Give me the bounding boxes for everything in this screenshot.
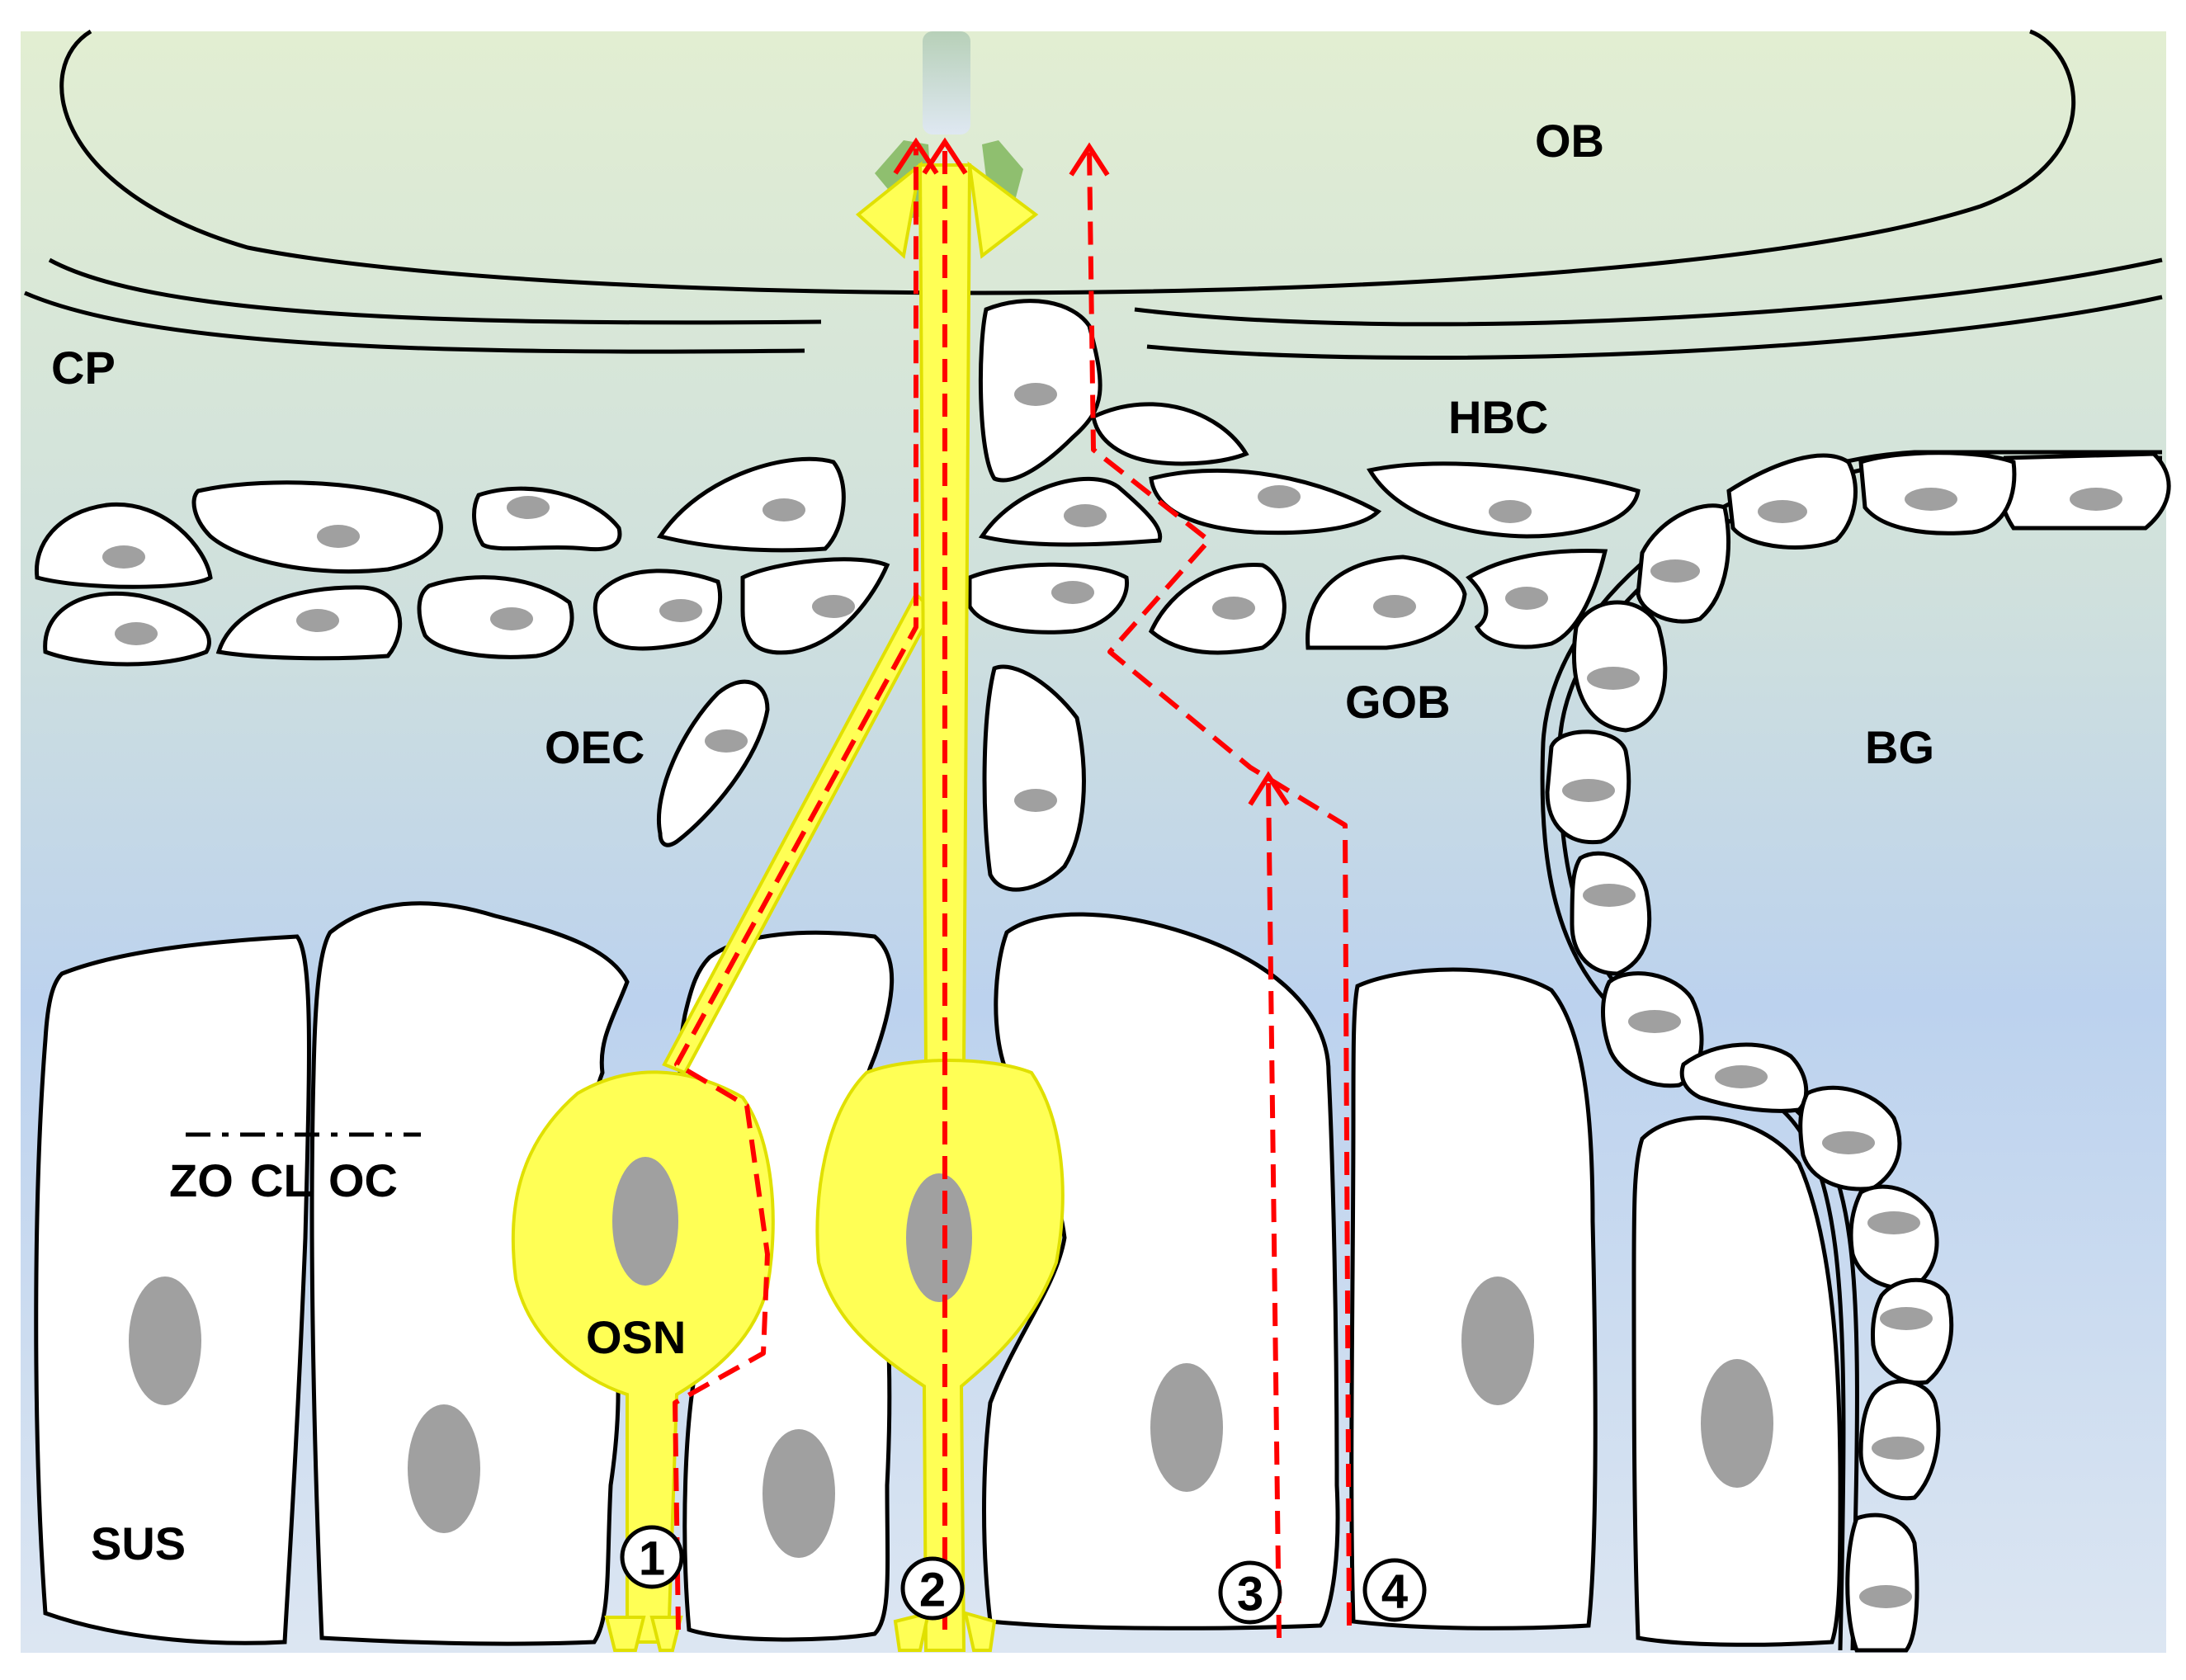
label-bg: BG <box>1865 721 1934 773</box>
osn-1 <box>511 591 935 1652</box>
epithelial-nuclei <box>129 1277 1773 1558</box>
cribriform-plate <box>24 257 2163 360</box>
svg-text:4: 4 <box>1381 1565 1408 1619</box>
label-gob: GOB <box>1345 676 1451 728</box>
route-1-path <box>673 149 918 1630</box>
svg-text:2: 2 <box>919 1564 946 1617</box>
label-oc: OC <box>328 1154 398 1206</box>
route-marker-4: 4 <box>1362 1558 1427 1622</box>
label-zo: ZO <box>169 1154 234 1206</box>
route-markers: 1 2 3 4 <box>620 1525 1427 1625</box>
route-4-path <box>1087 148 1352 1626</box>
bulb-tube <box>923 31 970 134</box>
oec-cells <box>657 664 1086 892</box>
svg-text:3: 3 <box>1237 1568 1263 1621</box>
label-osn: OSN <box>586 1311 686 1363</box>
label-cp: CP <box>51 342 116 394</box>
bowman-gland-nuclei <box>1562 488 2122 1608</box>
osn-nuclei <box>612 1157 972 1302</box>
route-arrowheads <box>893 137 1290 806</box>
svg-text:1: 1 <box>639 1532 665 1586</box>
olfactory-bulb-outline <box>59 29 2075 295</box>
label-oec: OEC <box>545 721 644 773</box>
label-ob: OB <box>1535 115 1604 167</box>
hbc-nuclei <box>102 383 1548 645</box>
route-3-path <box>1266 779 1282 1639</box>
sustentacular-cell <box>309 901 630 1646</box>
label-sus: SUS <box>91 1517 186 1569</box>
oec-nucleus <box>705 729 748 753</box>
oec-nucleus <box>1014 789 1057 812</box>
label-cl: CL <box>250 1154 312 1206</box>
label-hbc: HBC <box>1448 391 1548 443</box>
route-marker-3: 3 <box>1218 1560 1282 1625</box>
route-marker-1: 1 <box>620 1525 684 1589</box>
routes-dashed <box>673 148 1352 1639</box>
route-marker-2: 2 <box>900 1556 965 1621</box>
